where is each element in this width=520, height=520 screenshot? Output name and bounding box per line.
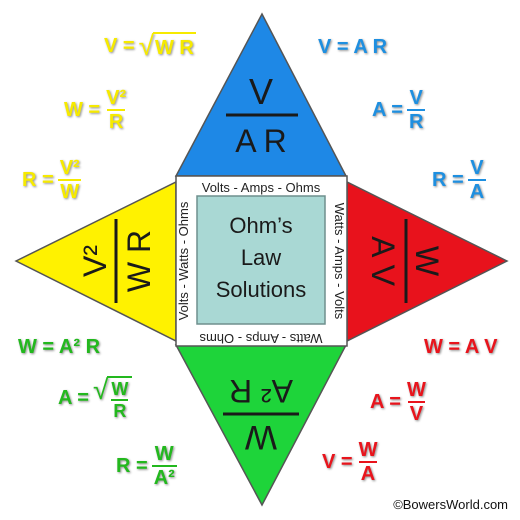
red-formula-2: A = W V [370,380,428,424]
blue-formula-1-text: V = A R [318,36,388,58]
red-formula-3-num: W [358,439,378,461]
blue-formula-2-den: R [406,109,426,133]
green-formula-3-fraction: W A² [151,443,177,489]
frame-label-bottom: Watts - Amps - Ohms [199,331,323,346]
green-formula-2-num: W [111,379,129,399]
yellow-formula-2-fraction: V² R [104,88,128,132]
frame-label-right: Watts - Amps - Volts [332,203,347,320]
yellow-formula-3: R = V² W [22,158,82,202]
blue-formula-3-num: V [470,157,484,179]
green-formula-3-num: W [154,443,174,465]
blue-formula-3: R = V A [432,157,487,203]
red-formula-2-num: W [406,379,426,401]
green-formula-1: W = A² R [18,336,100,359]
yellow-formula-2: W = V² R [64,88,128,132]
red-formula-2-den: V [407,401,426,425]
yellow-formula-2-den: R [106,109,126,133]
green-formula-1-text: W = A² R [18,336,101,358]
yellow-formula-2-num: V² [106,87,127,109]
blue-formula-3-lhs: R = [432,168,464,191]
left-wedge-fraction: V² W R [77,219,157,303]
yellow-formula-1-lhs: V = [104,34,135,57]
green-formula-3: R = W A² [116,444,177,488]
red-formula-1-text: W = A V [424,336,498,358]
left-wedge-numerator: V² [77,245,113,277]
yellow-formula-3-den: W [58,179,82,203]
top-wedge-denominator: A R [235,123,287,159]
blue-formula-2: A = V R [372,87,426,133]
yellow-formula-2-lhs: W = [64,98,101,121]
blue-formula-2-lhs: A = [372,98,403,121]
center-title-line-2: Law [241,245,281,270]
bottom-wedge-numerator: W [245,418,277,456]
red-formula-3-den: A [358,461,378,485]
blue-formula-3-fraction: V A [467,157,487,203]
yellow-formula-3-lhs: R = [22,168,54,191]
center-box [196,195,326,325]
red-formula-2-fraction: W V [405,380,428,424]
green-formula-3-lhs: R = [116,454,148,477]
frame-label-top: Volts - Amps - Ohms [202,180,321,195]
center-title-line-3: Solutions [216,277,307,302]
yellow-formula-1-radicand: W R [152,32,196,60]
green-formula-2-den: R [111,399,129,421]
yellow-formula-3-fraction: V² W [58,158,82,202]
green-formula-2-fraction: W R [109,380,130,420]
green-formula-2-lhs: A = [58,386,89,409]
center-title-line-1: Ohm’s [229,213,292,238]
top-wedge-fraction: V A R [226,71,298,159]
red-formula-3: V = W A [322,440,379,484]
red-formula-3-lhs: V = [322,450,353,473]
red-formula-2-lhs: A = [370,390,401,413]
blue-formula-1: V = A R [318,36,387,59]
blue-formula-2-fraction: V R [406,87,426,133]
green-formula-3-den: A² [151,465,177,489]
blue-formula-3-den: A [467,179,487,203]
green-formula-2: A = √ W R [58,376,133,420]
sqrt-symbol: √ W R [138,30,196,61]
right-wedge-denominator: A V [365,236,401,286]
yellow-formula-1: V = √ W R [104,32,196,60]
copyright-text: ©BowersWorld.com [393,497,508,512]
blue-formula-2-num: V [409,87,423,109]
right-wedge-numerator: W [409,246,445,277]
top-wedge-numerator: V [249,71,273,112]
yellow-formula-3-num: V² [59,157,80,179]
bottom-wedge-denominator: A² R [229,373,293,409]
red-formula-1: W = A V [424,336,498,359]
frame-label-left: Volts - Watts - Ohms [176,201,191,320]
bottom-wedge-fraction: W A² R [223,373,299,456]
left-wedge-denominator: W R [121,230,157,292]
red-formula-3-fraction: W A [357,440,380,484]
right-wedge-fraction: W A V [365,219,445,303]
sqrt-symbol: √ W R [93,376,133,420]
